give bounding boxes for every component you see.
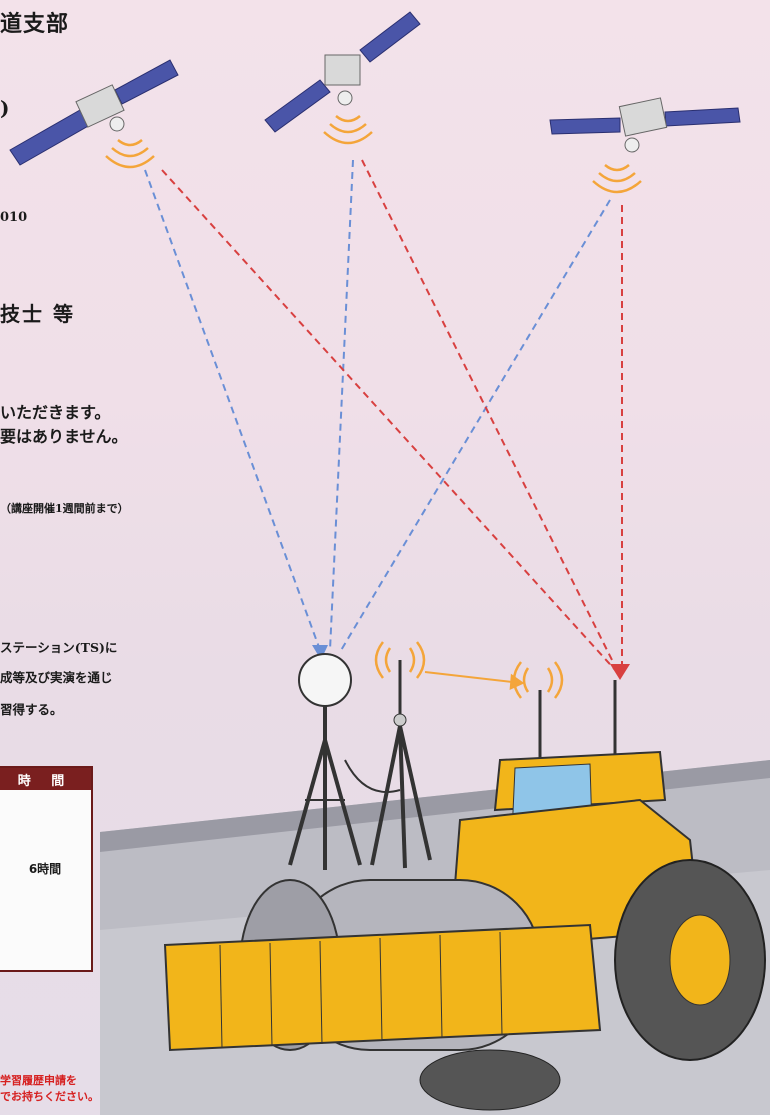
course-title-fragment: 道支部: [0, 11, 70, 37]
beam-blue-1: [144, 169, 321, 651]
road-roller-icon: [163, 680, 766, 1111]
satellite-icon: [264, 11, 421, 145]
paren-fragment: ): [0, 96, 10, 120]
satellite-icon: [9, 59, 179, 169]
radio-wave-icon: [374, 641, 564, 699]
objective-line-2: 成等及び実演を通じ: [0, 670, 113, 685]
year-fragment: 010: [0, 210, 28, 225]
beam-blue-2: [329, 159, 354, 651]
deadline-note: （講座開催1週間前まで）: [0, 502, 129, 515]
qualification-text: 技士 等: [0, 302, 75, 326]
table-cell-hours: 6時間: [28, 862, 62, 876]
objective-line-3: 習得する。: [0, 702, 63, 717]
tripod-icon: [288, 653, 362, 870]
red-note-line1: 学習履歴申請を: [0, 1074, 77, 1087]
signal-beams: [144, 159, 623, 673]
beam-red-2: [361, 159, 619, 673]
objective-line-1: ステーション(TS)に: [0, 640, 118, 655]
arrowhead-blue: [312, 645, 328, 660]
beam-blue-3: [339, 199, 611, 653]
schedule-table: 時 間 6時間: [0, 766, 93, 972]
satellite-icon: [549, 97, 741, 194]
red-note-line2: でお持ちください。: [0, 1090, 99, 1103]
tripod-icon: [344, 660, 432, 869]
table-header-time: 時 間: [0, 768, 91, 790]
arrowhead-red: [610, 664, 630, 680]
beam-red-1: [161, 169, 618, 673]
bring-items-line2: 要はありません。: [0, 427, 128, 446]
bring-items-line1: いただきます。: [0, 403, 111, 422]
